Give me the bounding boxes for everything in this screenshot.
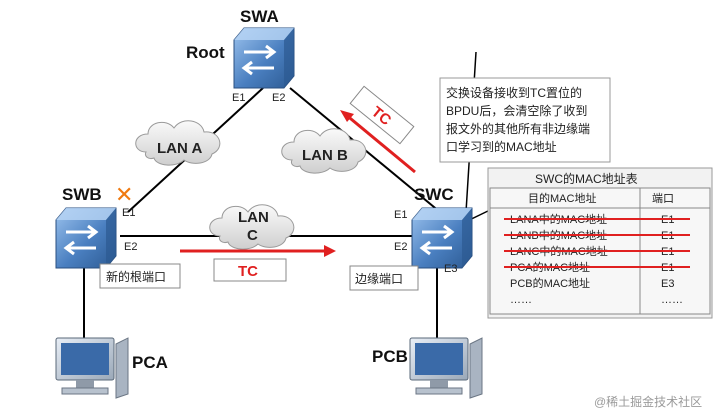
switch-swa-role: Root (186, 43, 225, 62)
lan-b-label: LAN B (302, 147, 348, 164)
swa-port-e2: E2 (272, 92, 285, 104)
swb-port-e1: E1 (122, 207, 135, 219)
swc-port-e1: E1 (394, 209, 407, 221)
swa-port-e1: E1 (232, 92, 245, 104)
tc-box-diagonal (349, 85, 415, 145)
mac-table-cell-port: E3 (661, 278, 674, 290)
lan-a-label: LAN A (157, 140, 202, 157)
tc-note-line-2: BPDU后，会清空除了收到 (446, 103, 587, 118)
switch-swb-name: SWB (62, 185, 102, 204)
host-pcb-name: PCB (372, 347, 408, 366)
tc-note-line-4: 口学习到的MAC地址 (446, 139, 557, 154)
switch-swc-icon (410, 206, 474, 270)
mac-table-cell-mac: PCB的MAC地址 (510, 276, 590, 290)
host-pca-name: PCA (132, 353, 168, 372)
switch-swa-name: SWA (240, 7, 279, 26)
tc-note-line-1: 交换设备接收到TC置位的 (446, 85, 582, 100)
mac-table-cell-port: …… (661, 294, 683, 306)
lan-c-label-line1: LAN (238, 209, 269, 226)
switch-swc-name: SWC (414, 185, 454, 204)
edge-port-label: 边缘端口 (355, 272, 403, 286)
watermark: @稀土掘金技术社区 (594, 394, 702, 409)
swc-port-e3: E3 (444, 263, 457, 275)
tc-note-box (439, 77, 611, 163)
swb-port-e2: E2 (124, 241, 137, 253)
tc-arrow-diagonal (344, 112, 416, 174)
new-root-port-label: 新的根端口 (106, 269, 166, 284)
edge-port-box (349, 265, 419, 291)
tc-note-line-3: 报文外的其他所有非边缘端 (446, 121, 590, 136)
tc-label-horizontal: TC (238, 263, 258, 280)
tc-arrow-diagonal-head (340, 110, 354, 122)
tc-arrow-horizontal-head (324, 245, 336, 257)
pca-computer-icon (55, 337, 129, 399)
mac-table-header-mac: 目的MAC地址 (528, 191, 596, 205)
mac-table-header-port: 端口 (652, 192, 674, 205)
mac-table-cell-mac: …… (510, 294, 532, 306)
lan-c-label-line2: C (247, 227, 258, 244)
blocked-cross-icon: ✕ (115, 182, 133, 207)
mac-table-title: SWC的MAC地址表 (535, 171, 638, 186)
mac-table-rows: LANA中的MAC地址E1LANB中的MAC地址E1LANC中的MAC地址E1P… (504, 212, 690, 306)
switch-swb-icon (54, 206, 118, 270)
pcb-computer-icon (409, 337, 483, 399)
switch-swa-icon (232, 26, 296, 90)
tc-box-horizontal (213, 258, 287, 282)
new-root-port-box (99, 263, 181, 289)
swc-port-e2: E2 (394, 241, 407, 253)
